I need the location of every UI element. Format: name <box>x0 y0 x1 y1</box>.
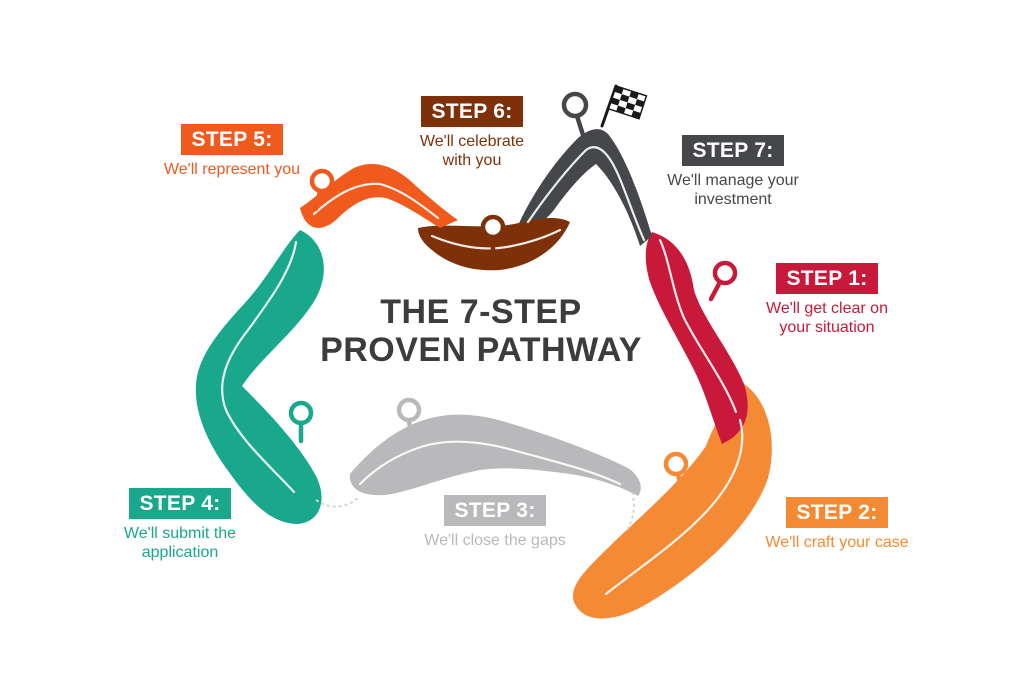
step-description-line: investment <box>694 191 772 208</box>
step-description: We'll represent you <box>152 160 312 179</box>
step-3-label: STEP 3: We'll close the gaps <box>400 495 590 550</box>
step-3-boomerang <box>349 414 641 496</box>
location-pin-icon <box>708 260 738 302</box>
step-7-peak <box>516 129 652 246</box>
step-badge: STEP 2: <box>786 497 888 528</box>
location-pin-icon <box>480 214 506 258</box>
location-pin-icon <box>663 451 689 495</box>
location-pin-icon <box>396 397 422 441</box>
step-2-label: STEP 2: We'll craft your case <box>747 497 927 552</box>
diagram-title: THE 7-STEP PROVEN PATHWAY <box>296 293 666 369</box>
location-pin-icon <box>288 400 314 444</box>
step-description-line: We'll represent you <box>163 161 301 178</box>
step-5-label: STEP 5: We'll represent you <box>152 124 312 179</box>
step-description: We'll celebrate with you <box>392 132 552 170</box>
checkered-flag-icon <box>600 84 648 128</box>
step-badge: STEP 6: <box>421 96 523 127</box>
title-line-2: PROVEN PATHWAY <box>320 331 642 369</box>
step-4-boomerang <box>195 230 324 524</box>
step-description: We'll craft your case <box>747 533 927 552</box>
connector-trails <box>315 491 635 533</box>
step-description: We'll submit the application <box>100 524 260 562</box>
step-description-line: application <box>141 544 219 561</box>
step-description: We'll get clear on your situation <box>752 299 902 337</box>
step-badge: STEP 3: <box>444 495 546 526</box>
step-6-label: STEP 6: We'll celebrate with you <box>392 96 552 170</box>
step-badge: STEP 5: <box>181 124 283 155</box>
location-pin-icon <box>309 168 335 212</box>
step-description-line: We'll submit the <box>123 525 237 542</box>
trail-lines <box>221 146 744 596</box>
step-description: We'll manage your investment <box>648 171 818 209</box>
step-7-label: STEP 7: We'll manage your investment <box>648 135 818 209</box>
step-badge: STEP 1: <box>776 263 878 294</box>
location-pin-icon <box>561 91 589 138</box>
step-badge: STEP 7: <box>682 135 784 166</box>
step-description: We'll close the gaps <box>400 531 590 550</box>
step-4-label: STEP 4: We'll submit the application <box>100 488 260 562</box>
title-line-1: THE 7-STEP <box>380 293 582 331</box>
step-description-line: your situation <box>779 319 875 336</box>
step-description-line: We'll manage your <box>667 172 799 189</box>
step-description-line: with you <box>442 152 502 169</box>
step-description-line: We'll celebrate <box>419 133 525 150</box>
step-description-line: We'll get clear on <box>766 300 888 317</box>
step-description-line: We'll craft your case <box>765 534 909 551</box>
step-badge: STEP 4: <box>129 488 231 519</box>
step-1-label: STEP 1: We'll get clear on your situatio… <box>752 263 902 337</box>
step-5-boomerang <box>300 164 458 228</box>
step-1-boomerang <box>645 232 748 444</box>
step-description-line: We'll close the gaps <box>424 532 566 549</box>
